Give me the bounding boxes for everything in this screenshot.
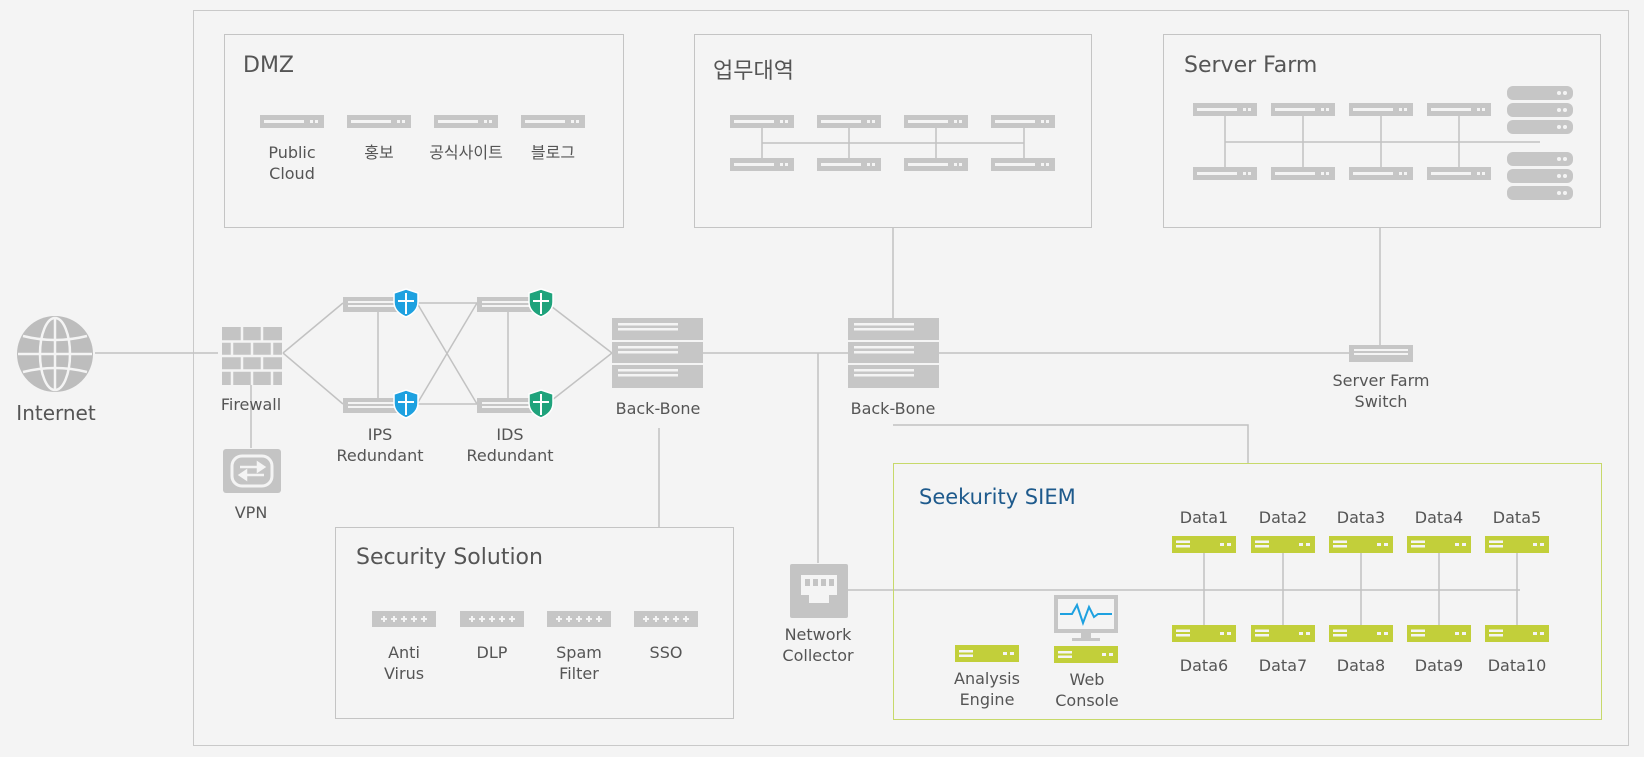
ids-switch-bottom[interactable] xyxy=(477,397,553,417)
shield-blue-icon xyxy=(393,389,419,419)
data-store-icon[interactable] xyxy=(1251,536,1315,553)
data-store-icon[interactable] xyxy=(1329,536,1393,553)
backbone-2-label: Back-Bone xyxy=(850,399,936,418)
data-store-icon[interactable] xyxy=(1329,625,1393,642)
security-appliance-icon[interactable] xyxy=(634,611,698,627)
server-farm-server-icon[interactable] xyxy=(1193,103,1257,116)
work-server-icon[interactable] xyxy=(904,158,968,171)
siem-data-label: Data9 xyxy=(1414,656,1464,675)
firewall-icon[interactable] xyxy=(222,327,282,385)
siem-title: Seekurity SIEM xyxy=(919,485,1076,509)
server-farm-server-icon[interactable] xyxy=(1271,103,1335,116)
siem-data-label: Data10 xyxy=(1487,656,1547,675)
server-farm-server-icon[interactable] xyxy=(1271,167,1335,180)
dmz-server-icon[interactable] xyxy=(521,115,585,128)
security-item-label: SSO xyxy=(649,643,683,662)
dmz-server-icon[interactable] xyxy=(434,115,498,128)
work-server-icon[interactable] xyxy=(817,115,881,128)
server-farm-server-icon[interactable] xyxy=(1349,167,1413,180)
security-appliance-icon[interactable] xyxy=(547,611,611,627)
backbone-1-label: Back-Bone xyxy=(615,399,701,418)
work-server-icon[interactable] xyxy=(730,115,794,128)
firewall-label: Firewall xyxy=(220,395,282,414)
ids-switch-top[interactable] xyxy=(477,296,553,316)
server-farm-server-icon[interactable] xyxy=(1349,103,1413,116)
security-appliance-icon[interactable] xyxy=(460,611,524,627)
web-console-icon[interactable] xyxy=(1054,595,1118,663)
work-server-icon[interactable] xyxy=(817,158,881,171)
network-frame xyxy=(193,10,1629,746)
siem-zone xyxy=(893,463,1602,720)
dmz-item-label: 홍보 xyxy=(364,143,394,162)
data-store-icon[interactable] xyxy=(1485,625,1549,642)
vpn-icon[interactable] xyxy=(222,448,282,494)
shield-green-icon xyxy=(528,288,554,318)
network-collector-icon[interactable] xyxy=(789,563,849,619)
internet-label: Internet xyxy=(16,401,96,425)
siem-data-label: Data3 xyxy=(1336,508,1386,527)
work-server-icon[interactable] xyxy=(991,158,1055,171)
work-zone xyxy=(694,34,1092,228)
server-farm-server-icon[interactable] xyxy=(1193,167,1257,180)
vpn-label: VPN xyxy=(234,503,268,522)
server-farm-server-icon[interactable] xyxy=(1427,167,1491,180)
siem-data-label: Data5 xyxy=(1492,508,1542,527)
work-title: 업무대역 xyxy=(713,59,794,84)
backbone-switch-1[interactable] xyxy=(612,318,703,388)
dmz-item-label: 블로그 xyxy=(530,143,576,162)
siem-data-label: Data8 xyxy=(1336,656,1386,675)
analysis-engine-icon[interactable] xyxy=(955,645,1019,662)
server-farm-title: Server Farm xyxy=(1184,53,1318,78)
dmz-server-icon[interactable] xyxy=(260,115,324,128)
siem-data-label: Data4 xyxy=(1414,508,1464,527)
siem-data-label: Data1 xyxy=(1179,508,1229,527)
security-solution-zone xyxy=(335,527,734,719)
storage-stack-icon[interactable] xyxy=(1507,86,1573,200)
ips-switch-bottom[interactable] xyxy=(343,397,419,417)
work-server-icon[interactable] xyxy=(904,115,968,128)
server-farm-zone xyxy=(1163,34,1601,228)
data-store-icon[interactable] xyxy=(1485,536,1549,553)
dmz-title: DMZ xyxy=(243,53,294,78)
shield-green-icon xyxy=(528,389,554,419)
data-store-icon[interactable] xyxy=(1172,536,1236,553)
server-farm-server-icon[interactable] xyxy=(1427,103,1491,116)
data-store-icon[interactable] xyxy=(1251,625,1315,642)
security-item-label: DLP xyxy=(476,643,508,662)
security-title: Security Solution xyxy=(356,545,543,570)
siem-data-label: Data2 xyxy=(1258,508,1308,527)
dmz-zone xyxy=(224,34,624,228)
data-store-icon[interactable] xyxy=(1172,625,1236,642)
backbone-switch-2[interactable] xyxy=(848,318,939,388)
siem-data-label: Data6 xyxy=(1179,656,1229,675)
security-appliance-icon[interactable] xyxy=(372,611,436,627)
dmz-server-icon[interactable] xyxy=(347,115,411,128)
server-farm-switch-icon[interactable] xyxy=(1349,345,1413,362)
ips-switch-top[interactable] xyxy=(343,296,419,316)
globe-icon[interactable] xyxy=(15,314,95,394)
dmz-item-label: 공식사이트 xyxy=(429,143,503,162)
shield-blue-icon xyxy=(393,288,419,318)
data-store-icon[interactable] xyxy=(1407,536,1471,553)
work-server-icon[interactable] xyxy=(991,115,1055,128)
siem-data-label: Data7 xyxy=(1258,656,1308,675)
data-store-icon[interactable] xyxy=(1407,625,1471,642)
work-server-icon[interactable] xyxy=(730,158,794,171)
